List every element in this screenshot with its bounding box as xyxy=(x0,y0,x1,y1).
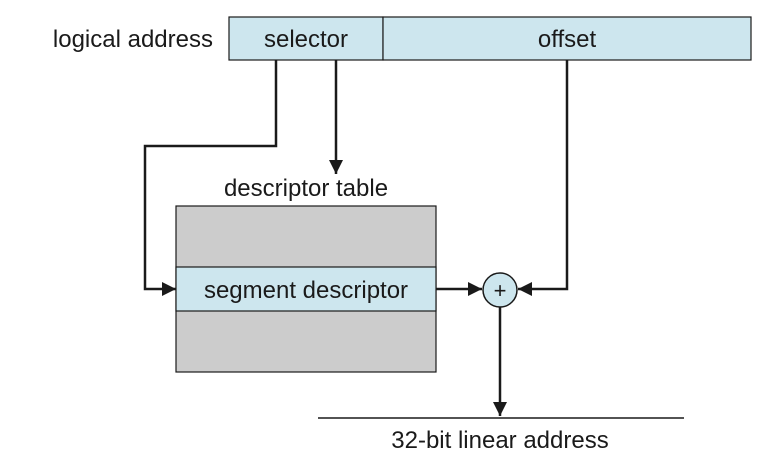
offset-label: offset xyxy=(538,26,597,53)
descriptor-table: segment descriptor xyxy=(175,205,437,373)
adder: + xyxy=(482,272,518,308)
selector-to-descriptor-arrow xyxy=(143,60,278,296)
offset-field xyxy=(382,16,752,61)
logical-address-register: selector offset xyxy=(228,16,752,61)
segment-descriptor-label: segment descriptor xyxy=(204,277,408,304)
offset-to-adder-arrow xyxy=(518,60,569,296)
adder-plus-symbol: + xyxy=(494,278,507,303)
segment-descriptor-entry xyxy=(175,266,437,312)
selector-label: selector xyxy=(264,26,348,53)
linear-address-label: 32-bit linear address xyxy=(391,427,608,454)
descriptor-table-label: descriptor table xyxy=(224,175,388,202)
logical-address-label: logical address xyxy=(53,26,213,53)
selector-field xyxy=(228,16,384,61)
